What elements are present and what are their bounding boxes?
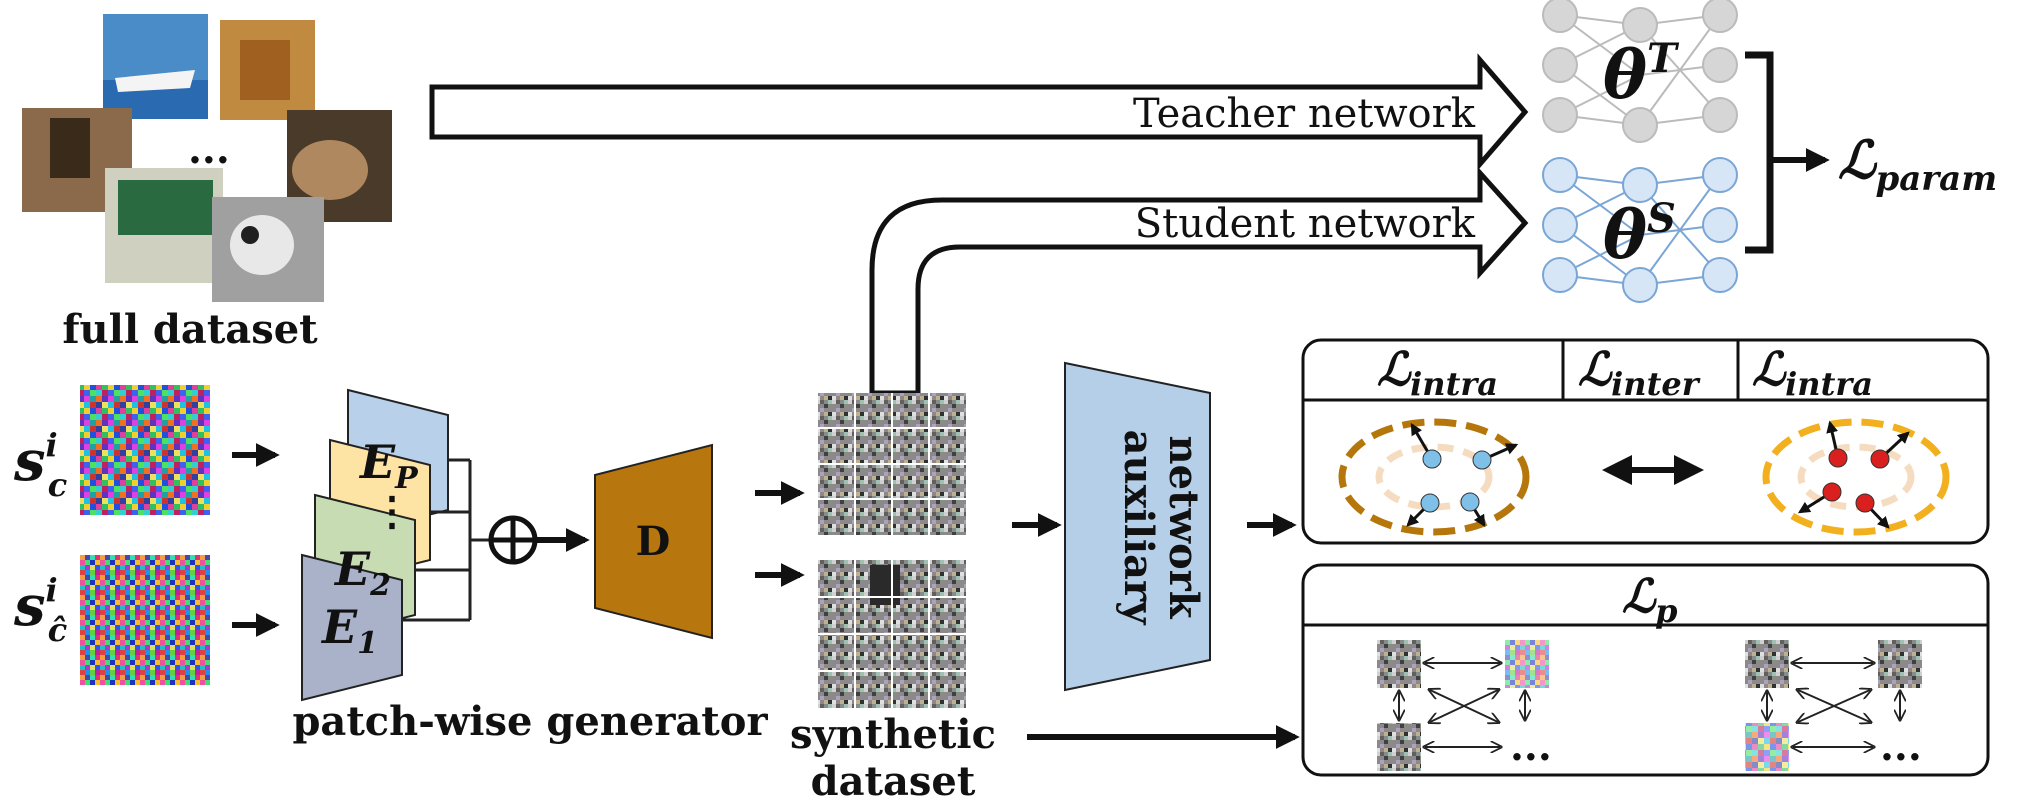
loss-p-label: ℒp bbox=[1622, 569, 1678, 630]
synthetic-dataset-label-2: dataset bbox=[811, 758, 976, 805]
full-dataset-label: full dataset bbox=[62, 306, 318, 353]
cluster-left bbox=[1338, 418, 1530, 536]
patch-ellipsis-left: ... bbox=[1510, 723, 1552, 770]
dataset-ellipsis: ... bbox=[188, 126, 230, 173]
encoder-ellipsis: ⋮ bbox=[372, 488, 412, 535]
synthetic-image-top bbox=[818, 393, 966, 535]
patch-wise-generator bbox=[301, 388, 449, 702]
encoder-1-label: E1 bbox=[320, 600, 378, 661]
student-network-label: Student network bbox=[1135, 201, 1476, 247]
decoder-label: D bbox=[636, 518, 671, 565]
loss-intra-right-label: ℒintra bbox=[1752, 342, 1873, 403]
auxiliary-network bbox=[1064, 361, 1211, 692]
synthetic-image-bottom bbox=[818, 560, 966, 708]
decoder bbox=[594, 443, 713, 640]
patch-wise-generator-label: patch-wise generator bbox=[292, 698, 768, 745]
cluster-right bbox=[1762, 418, 1950, 536]
patch-relations-right: ... bbox=[1745, 640, 1922, 771]
loss-intra-left-label: ℒintra bbox=[1377, 342, 1498, 403]
auxiliary-network-label-1: auxiliary bbox=[1115, 430, 1162, 626]
student-network-graph bbox=[1542, 157, 1738, 303]
patch-relations-left: ... bbox=[1377, 640, 1552, 771]
teacher-network-arrow bbox=[429, 53, 1529, 171]
student-network-arrow bbox=[869, 166, 1529, 396]
loss-inter-label: ℒinter bbox=[1578, 342, 1701, 403]
patch-ellipsis-right: ... bbox=[1880, 723, 1922, 770]
noise-image-chat bbox=[80, 555, 210, 685]
loss-param-label: ℒparam bbox=[1838, 130, 1997, 199]
teacher-network-label: Teacher network bbox=[1133, 91, 1476, 137]
encoder-2-label: E2 bbox=[333, 542, 391, 603]
auxiliary-network-label-2: network bbox=[1160, 436, 1207, 620]
encoder-p-label: EP bbox=[358, 435, 419, 496]
encoder-1 bbox=[301, 553, 403, 702]
teacher-network-graph bbox=[1542, 0, 1738, 143]
theta-teacher-label: θT bbox=[1603, 35, 1680, 114]
full-dataset-images: ... bbox=[22, 14, 392, 302]
contrastive-loss-box bbox=[1301, 338, 1990, 545]
param-bracket bbox=[1745, 51, 1774, 254]
theta-student-label: θS bbox=[1603, 195, 1676, 274]
noise-image-c bbox=[80, 385, 210, 515]
encoder-connectors bbox=[402, 458, 490, 622]
synthetic-dataset-label-1: synthetic bbox=[790, 711, 996, 758]
